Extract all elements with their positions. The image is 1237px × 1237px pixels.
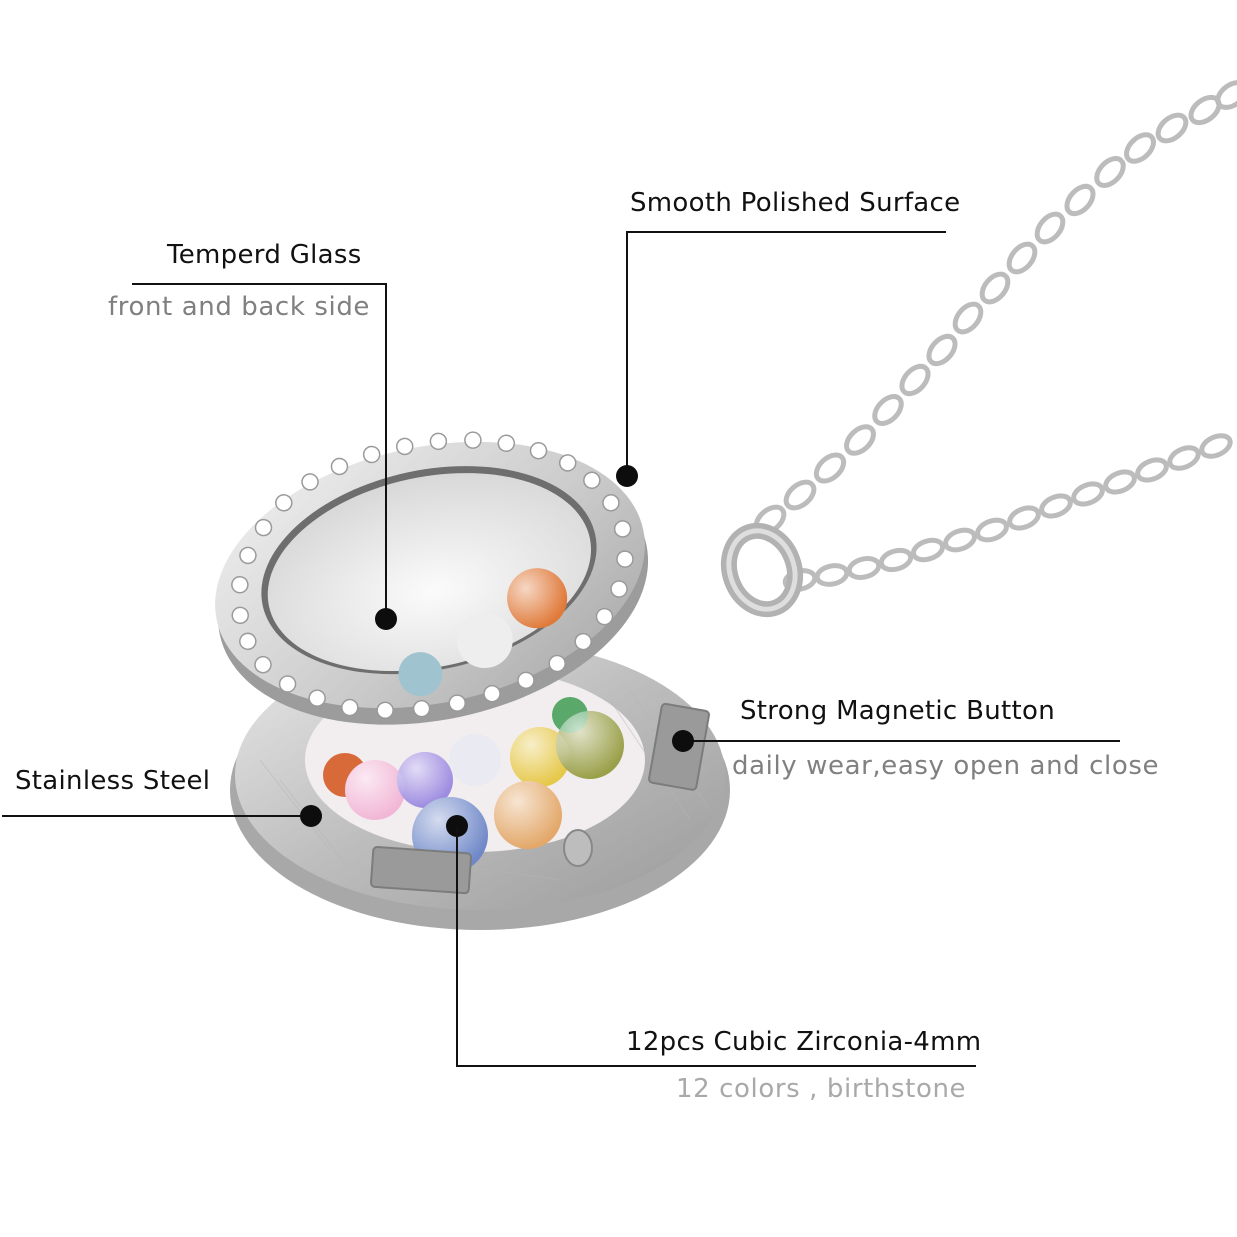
callout-title-stainless-steel: Stainless Steel — [15, 766, 211, 796]
callout-marker-dot — [672, 730, 694, 752]
callout-marker-dot — [375, 608, 397, 630]
callout-title-polished-surface: Smooth Polished Surface — [630, 188, 961, 218]
leader-line — [626, 231, 628, 476]
chain-upper — [753, 80, 1237, 536]
leader-line — [456, 1065, 976, 1067]
callout-subtitle-magnetic-button: daily wear,easy open and close — [732, 751, 1160, 781]
chain-lower — [782, 433, 1233, 592]
leader-line — [456, 826, 458, 1067]
leader-line — [2, 815, 307, 817]
birthstones — [323, 697, 624, 873]
callout-title-magnetic-button: Strong Magnetic Button — [740, 696, 1055, 726]
locket-front-bezel — [215, 431, 649, 725]
bail — [720, 522, 804, 618]
magnet-bottom — [369, 845, 473, 895]
leader-line — [132, 283, 387, 285]
leader-line — [385, 283, 387, 619]
callout-subtitle-cubic-zirconia: 12 colors , birthstone — [676, 1074, 967, 1104]
callout-marker-dot — [616, 465, 638, 487]
callout-marker-dot — [300, 805, 322, 827]
callout-title-cubic-zirconia: 12pcs Cubic Zirconia-4mm — [626, 1027, 982, 1057]
leader-line — [683, 740, 1120, 742]
leader-line — [626, 231, 946, 233]
callout-subtitle-tempered-glass: front and back side — [108, 292, 371, 322]
callout-title-tempered-glass: Temperd Glass — [167, 240, 362, 270]
